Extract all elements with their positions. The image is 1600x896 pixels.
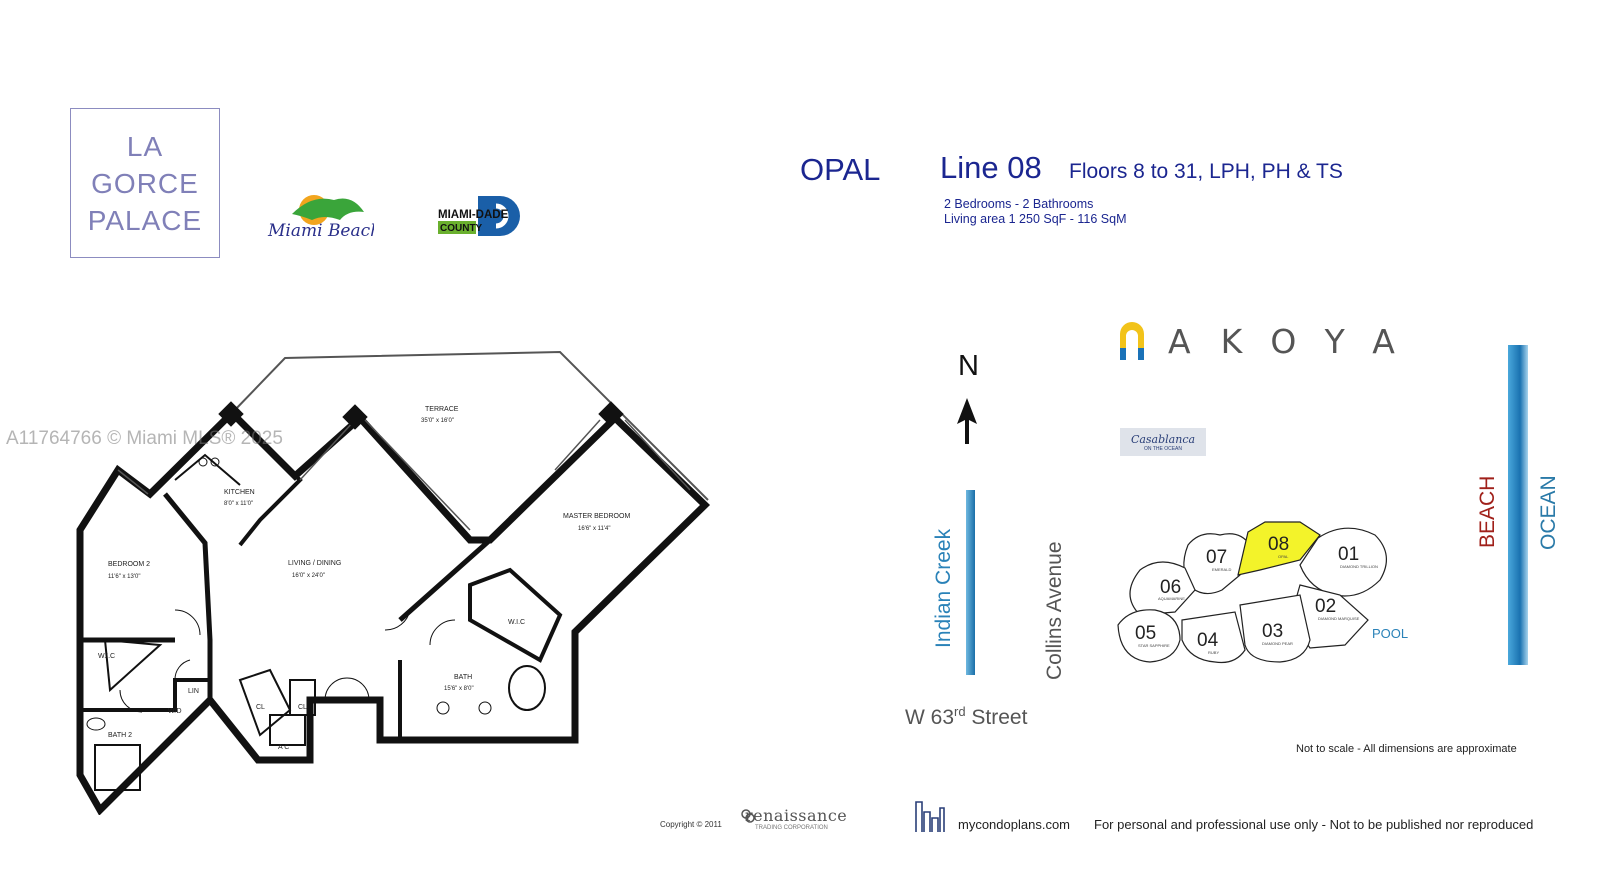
living-label: LIVING / DINING: [288, 560, 341, 567]
street-sup: rd: [954, 704, 966, 719]
miami-dade-logo: MIAMI-DADE COUNTY: [438, 196, 520, 236]
living-dims: 16'0" x 24'0": [292, 573, 325, 579]
terrace-dims: 35'0" x 16'0": [421, 418, 454, 424]
usage-notice: For personal and professional use only -…: [1094, 817, 1534, 832]
unit-03-number: 03: [1262, 621, 1283, 642]
closet-label-2: CL: [298, 704, 307, 711]
kitchen-wall: [228, 411, 303, 547]
renaissance-logo: renaissance TRADING CORPORATION: [745, 806, 847, 831]
master-bedroom-label: MASTER BEDROOM: [563, 513, 630, 520]
terrace-railing: [231, 350, 709, 501]
north-label: N: [958, 350, 979, 382]
ocean-water: [1508, 345, 1528, 665]
unit-04-outline: [1181, 611, 1246, 664]
copyright-text: Copyright © 2011: [660, 820, 722, 829]
bedroom2-dims: 11'6" x 13'0": [108, 574, 140, 580]
pool-label: POOL: [1372, 626, 1409, 641]
kitchen-label: KITCHEN: [224, 489, 255, 496]
bedroom2-wall: [163, 492, 213, 700]
renaissance-sub: TRADING CORPORATION: [755, 825, 828, 831]
ocean-label: OCEAN: [1537, 475, 1560, 550]
casablanca-logo: Casablanca ON THE OCEAN: [1120, 428, 1206, 456]
unit-02-number: 02: [1315, 596, 1336, 617]
lin-label: LIN: [188, 688, 199, 695]
unit-03-name: DIAMOND PEAR: [1262, 641, 1293, 646]
akoya-letter-3: O: [1270, 322, 1325, 361]
unit-04-name: RUBY: [1208, 650, 1219, 655]
renaissance-name: renaissance: [745, 806, 848, 825]
miami-dade-line1: MIAMI-DADE: [438, 209, 509, 221]
ac-label: A C: [278, 744, 289, 751]
wd-label: W/D: [168, 708, 182, 715]
miami-dade-line2: COUNTY: [440, 223, 483, 234]
akoya-letter-5: A: [1372, 322, 1425, 361]
master-wic-walls: [468, 567, 563, 663]
akoya-letter-4: Y: [1324, 322, 1373, 361]
casablanca-name: Casablanca: [1130, 432, 1196, 446]
unit-08-name: OPAL: [1278, 554, 1289, 559]
mycondoplans-logo-icon: [915, 801, 945, 832]
unit-08-number: 08: [1268, 534, 1289, 555]
unit-04-number: 04: [1197, 630, 1219, 651]
akoya-letter-2: K: [1220, 322, 1271, 361]
bath-dims: 15'6" x 8'0": [444, 686, 474, 692]
unit-02-name: DIAMOND MARQUISE: [1318, 616, 1360, 621]
unit-05-outline: [1117, 609, 1181, 663]
unit-08-outline: [1237, 521, 1321, 576]
floor-plan: TERRACE 35'0" x 16'0" KITCHEN 8'0" x 11'…: [76, 350, 711, 815]
logo-line-2: GORCE: [91, 167, 199, 199]
unit-03-outline: [1239, 594, 1311, 663]
wic-label-2: W.I.C: [508, 619, 525, 626]
beach-label: BEACH: [1476, 475, 1499, 548]
living-area: Living area 1 250 SqF - 116 SqM: [944, 212, 1127, 226]
unit-06-outline: [1129, 561, 1196, 616]
floors-range: Floors 8 to 31, LPH, PH & TS: [1069, 160, 1343, 183]
model-name: OPAL: [800, 152, 881, 187]
logo-line-1: LA: [126, 130, 164, 162]
unit-05-name: STAR SAPPHIRE: [1138, 643, 1170, 648]
unit-01-outline: [1299, 527, 1387, 597]
akoya-wordmark: AKOYA: [1168, 322, 1425, 361]
bath2-label: BATH 2: [108, 732, 132, 739]
logo-line-3: PALACE: [87, 204, 203, 236]
line-number: Line 08: [940, 150, 1042, 185]
akoya-logo: [1120, 322, 1144, 360]
la-gorce-palace-logo: LA GORCE PALACE: [70, 108, 220, 258]
unit-06-number: 06: [1160, 577, 1181, 598]
miami-beach-logo-text: Miami Beach: [267, 221, 374, 241]
mls-watermark: A11764766 © Miami MLS® 2025: [6, 428, 283, 449]
foliage-icon: [292, 198, 364, 220]
wic-label-1: W.I.C: [98, 653, 115, 660]
unit-06-name: AQUAMARINE: [1158, 596, 1185, 601]
street-suffix: Street: [965, 706, 1028, 729]
casablanca-sub: ON THE OCEAN: [1144, 445, 1182, 452]
unit-05-number: 05: [1135, 623, 1156, 644]
unit-07-number: 07: [1206, 547, 1227, 568]
master-bedroom-dims: 16'6" x 11'4": [578, 526, 610, 532]
building-site-plan: 07 EMERALD 08 OPAL 01 DIAMOND TRILLION 0…: [1117, 521, 1387, 664]
indian-creek-label: Indian Creek: [932, 528, 955, 648]
bedrooms-bathrooms: 2 Bedrooms - 2 Bathrooms: [944, 197, 1094, 211]
street-label: W 63rd Street: [905, 704, 1027, 730]
unit-07-name: EMERALD: [1212, 567, 1231, 572]
miami-beach-logo: Miami Beach: [267, 195, 374, 241]
street-prefix: W 63: [905, 706, 955, 729]
terrace-label: TERRACE: [425, 406, 459, 413]
miami-dade-d-shape: [478, 196, 520, 236]
website-text[interactable]: mycondoplans.com: [958, 817, 1070, 832]
collins-avenue-label: Collins Avenue: [1043, 541, 1066, 680]
akoya-letter-1: A: [1168, 322, 1221, 361]
unit-labels: 07 EMERALD 08 OPAL 01 DIAMOND TRILLION 0…: [1135, 534, 1378, 655]
indian-creek-water: [966, 490, 975, 675]
kitchen-dims: 8'0" x 11'0": [224, 501, 253, 507]
unit-01-name: DIAMOND TRILLION: [1340, 564, 1378, 569]
unit-01-number: 01: [1338, 544, 1359, 565]
exterior-walls: [76, 408, 711, 815]
closet-label-1: CL: [256, 704, 265, 711]
renaissance-mark-icon: [741, 809, 755, 823]
bedroom2-label: BEDROOM 2: [108, 561, 150, 568]
north-arrow-icon: [957, 398, 977, 444]
bath-label: BATH: [454, 674, 472, 681]
scale-disclaimer: Not to scale - All dimensions are approx…: [1296, 743, 1517, 755]
